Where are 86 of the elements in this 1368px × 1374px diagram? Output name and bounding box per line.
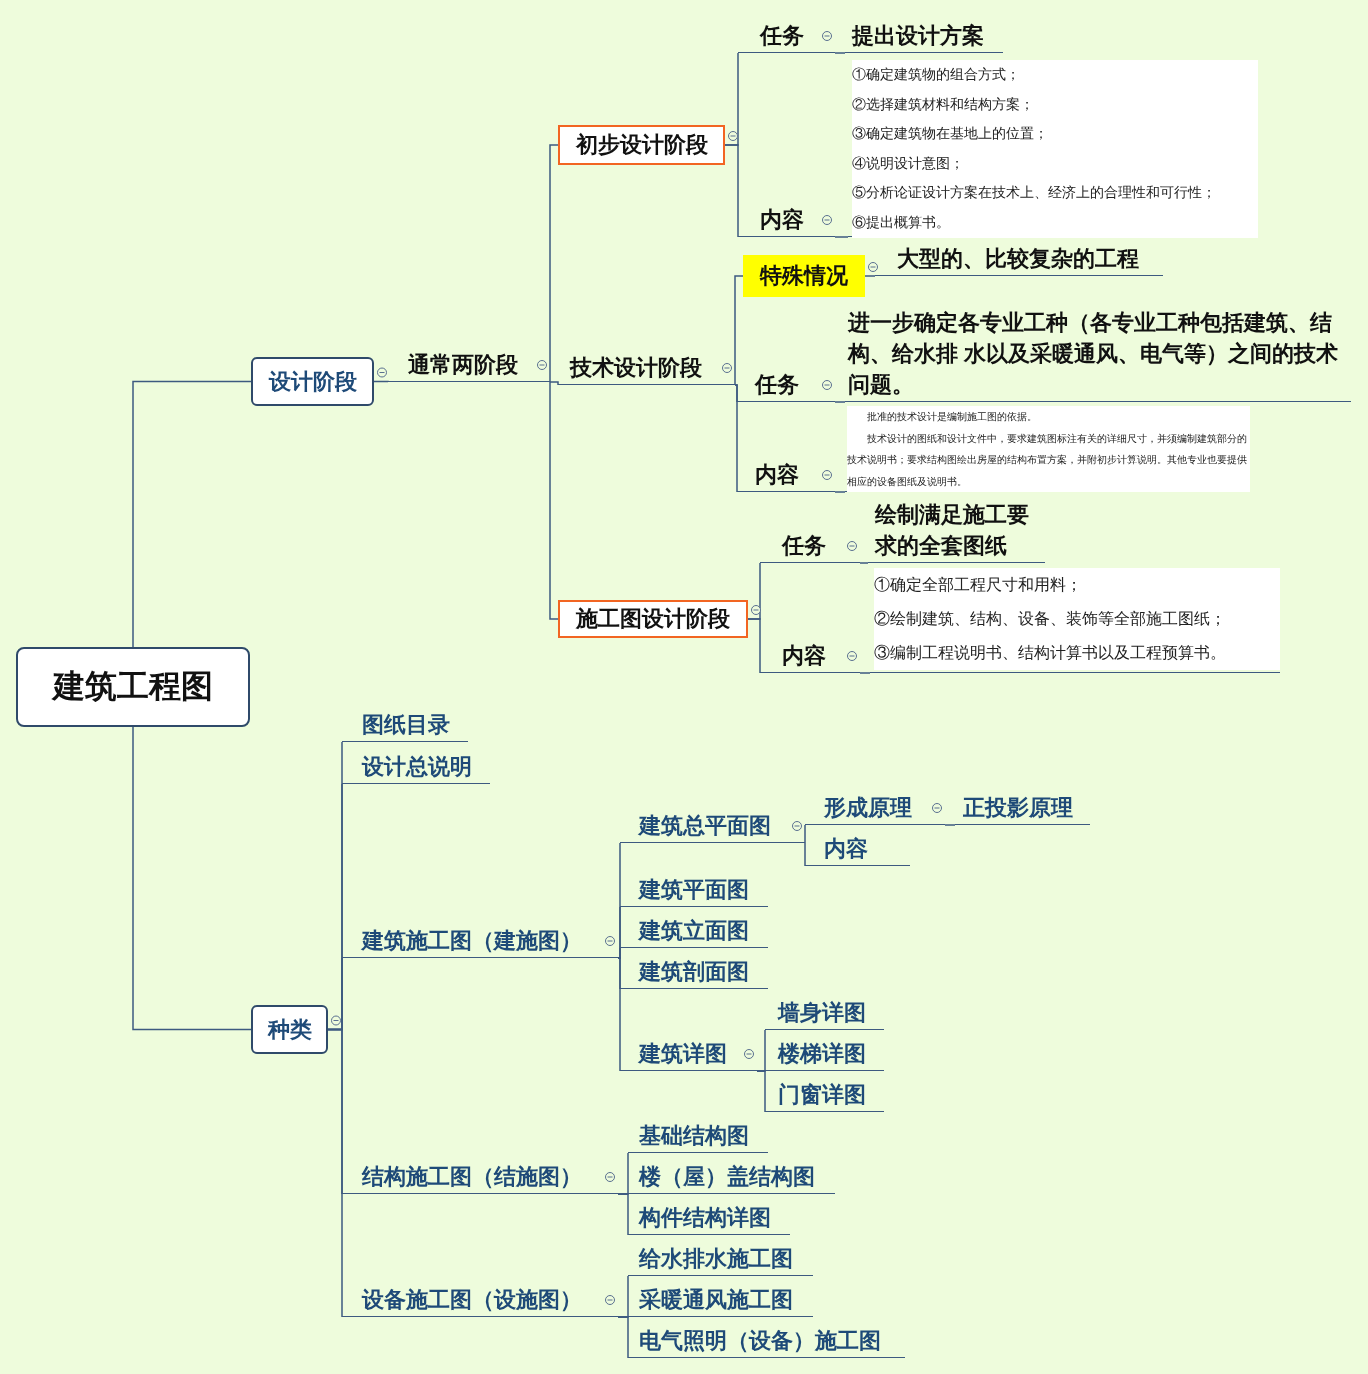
note-panel — [870, 568, 1280, 673]
topic-text: 技术设计阶段 — [570, 354, 702, 382]
topic-text: 正投影原理 — [963, 794, 1073, 822]
connector-line — [859, 672, 871, 674]
connector-line — [617, 1316, 629, 1359]
topic-text: 建筑总平面图 — [639, 812, 771, 840]
connector-line — [804, 842, 806, 867]
topic-text: 提出设计方案 — [852, 22, 984, 50]
topic-text: 进一步确定各专业工种（各专业工种包括建筑、结构、给水排 水以及采暖通风、电气等）之间的技术问题。 — [848, 309, 1340, 399]
topic-text: 图纸目录 — [362, 711, 450, 739]
connector-line — [132, 380, 252, 648]
connector-line — [617, 1193, 629, 1236]
topic-text: 大型的、比较复杂的工程 — [897, 245, 1139, 273]
highlighted-topic-box — [558, 125, 725, 165]
connector-line — [132, 726, 252, 1031]
connector-line — [617, 957, 621, 1072]
topic-text: 建筑剖面图 — [639, 958, 749, 986]
topic-text: 建筑施工图（建施图） — [362, 927, 582, 955]
note-text: ①确定建筑物的组合方式； — [852, 60, 1258, 90]
note-text: ④说明设计意图； — [852, 148, 1258, 179]
connector-line — [864, 275, 876, 277]
note-text: 技术设计的图纸和设计文件中，要求建筑图标注有关的详细尺寸，并须编制建筑部分的技术说明书；要求结构图绘出房屋的结构布置方案，并附初步计算说明。其他专业也要提供相应的设备图纸及说明书。 — [847, 427, 1250, 492]
note-text: ①确定全部工程尺寸和用料； — [874, 568, 1280, 602]
topic-text: 绘制满足施工要求的全套图纸 — [875, 501, 1030, 560]
connector-line — [834, 491, 846, 493]
topic-text: 楼梯详图 — [778, 1040, 866, 1068]
topic-text: 采暖通风施工图 — [639, 1286, 793, 1314]
topic-text: 内容 — [782, 642, 826, 670]
note-text: 批准的技术设计是编制施工图的依据。 — [847, 406, 1250, 428]
branch-topic-box — [251, 1005, 328, 1054]
connector-line — [756, 1070, 766, 1113]
topic-text: 种类 — [267, 1015, 312, 1044]
connector-line — [549, 381, 559, 386]
note-text: ⑥提出概算书。 — [852, 207, 1258, 238]
topic-text: 初步设计阶段 — [575, 131, 708, 159]
topic-text: 设计阶段 — [268, 367, 357, 396]
topic-text: 任务 — [755, 371, 799, 399]
topic-text: 电气照明（设备）施工图 — [639, 1327, 881, 1355]
connector-line — [944, 824, 956, 826]
connector-line — [834, 236, 849, 238]
note-text: ③编制工程说明书、结构计算书以及工程预算书。 — [874, 636, 1280, 670]
topic-text: 给水排水施工图 — [639, 1245, 793, 1273]
note-text: ③确定建筑物在基地上的位置； — [852, 119, 1258, 149]
connector-line — [834, 52, 846, 54]
connector-line — [834, 401, 846, 403]
topic-underline — [868, 500, 1045, 563]
connector-line — [804, 824, 806, 844]
root-topic-box — [16, 647, 250, 727]
topic-text: 设计总说明 — [362, 753, 472, 781]
topic-text: 任务 — [760, 22, 804, 50]
connector-line — [747, 618, 761, 674]
connector-line — [734, 275, 744, 386]
connector-line — [617, 947, 621, 959]
connector-line — [734, 384, 738, 493]
topic-text: 建筑工程图 — [53, 667, 213, 706]
note-text: ②绘制建筑、结构、设备、装饰等全部施工图纸； — [874, 602, 1280, 636]
topic-text: 门窗详图 — [778, 1081, 866, 1109]
branch-topic-box — [251, 357, 374, 406]
topic-text: 基础结构图 — [639, 1122, 749, 1150]
note-text: ⑤分析论证设计方案在技术上、经济上的合理性和可行性； — [852, 178, 1258, 208]
topic-text: 建筑详图 — [639, 1040, 727, 1068]
topic-text: 任务 — [782, 532, 826, 560]
topic-text: 形成原理 — [824, 794, 912, 822]
connector-line — [724, 144, 739, 238]
topic-text: 特殊情况 — [760, 262, 848, 290]
topic-text: 施工图设计阶段 — [576, 605, 730, 633]
topic-text: 内容 — [824, 835, 868, 863]
topic-text: 楼（屋）盖结构图 — [639, 1163, 815, 1191]
topic-text: 建筑平面图 — [639, 876, 749, 904]
connector-line — [859, 562, 869, 564]
note-panel — [848, 60, 1258, 237]
connector-line — [327, 1028, 343, 1318]
note-text: ②选择建筑材料和结构方案； — [852, 89, 1258, 120]
topic-text: 构件结构详图 — [639, 1204, 771, 1232]
connector-line — [549, 381, 559, 620]
note-panel — [845, 406, 1250, 492]
topic-text: 通常两阶段 — [408, 351, 518, 379]
topic-text: 建筑立面图 — [639, 917, 749, 945]
topic-text: 结构施工图（结施图） — [362, 1163, 582, 1191]
topic-text: 内容 — [760, 206, 804, 234]
highlighted-topic-box — [743, 255, 865, 297]
highlighted-topic-box — [558, 600, 748, 638]
topic-text: 设备施工图（设施图） — [362, 1286, 582, 1314]
connector-line — [549, 144, 559, 383]
topic-text: 内容 — [755, 461, 799, 489]
topic-text: 墙身详图 — [778, 999, 866, 1027]
